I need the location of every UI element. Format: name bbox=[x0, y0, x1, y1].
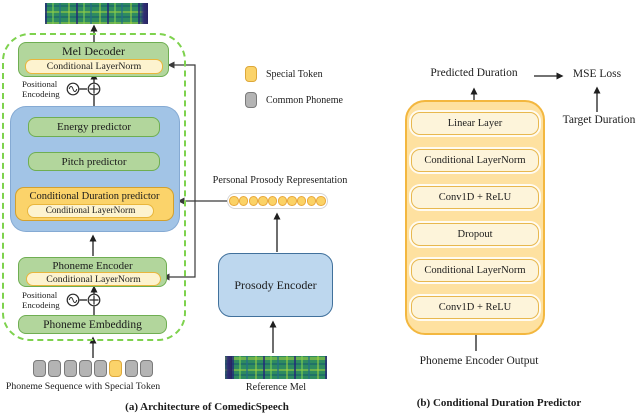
sine-generator-icon bbox=[66, 293, 80, 307]
phoneme-token-row bbox=[33, 360, 154, 377]
phoneme-encoder-label: Phoneme Encoder bbox=[52, 259, 133, 272]
prosody-encoder-box: Prosody Encoder bbox=[218, 253, 333, 317]
prosody-dot bbox=[267, 196, 278, 206]
conditional-duration-predictor-label: Conditional Duration predictor bbox=[29, 190, 160, 202]
common-phoneme-token bbox=[33, 360, 46, 377]
output-mel-spectrogram-image bbox=[45, 3, 148, 24]
caption-a: (a) Architecture of ComedicSpeech bbox=[125, 401, 289, 413]
add-icon bbox=[87, 293, 101, 307]
common-phoneme-token bbox=[124, 360, 138, 377]
prosody-dot bbox=[287, 196, 297, 206]
prosody-dot bbox=[306, 196, 317, 206]
mel-decoder-label: Mel Decoder bbox=[62, 44, 125, 58]
add-icon bbox=[87, 82, 101, 96]
duration-predictor-container bbox=[405, 100, 545, 335]
common-phoneme-token bbox=[140, 360, 154, 377]
phoneme-embedding-box: Phoneme Embedding bbox=[18, 315, 167, 334]
phoneme-sequence-label: Phoneme Sequence with Special Token bbox=[5, 381, 161, 392]
target-duration-label: Target Duration bbox=[562, 114, 636, 126]
common-phoneme-token bbox=[63, 360, 77, 377]
legend-common-phoneme-label: Common Phoneme bbox=[266, 95, 343, 106]
predicted-duration-label: Predicted Duration bbox=[430, 67, 518, 79]
energy-predictor-box: Energy predictor bbox=[28, 117, 160, 137]
special-token-swatch bbox=[245, 66, 257, 82]
conditional-layernorm-box: Conditional LayerNorm bbox=[411, 149, 539, 172]
duration-layernorm-box: Conditional LayerNorm bbox=[27, 204, 154, 218]
legend-special-token-label: Special Token bbox=[266, 69, 323, 80]
sine-generator-icon bbox=[66, 82, 80, 96]
phoneme-encoder-layernorm-box: Conditional LayerNorm bbox=[26, 272, 161, 286]
common-phoneme-swatch bbox=[245, 92, 257, 108]
linear-layer-box: Linear Layer bbox=[411, 112, 539, 135]
prosody-representation-dots bbox=[227, 193, 328, 209]
common-phoneme-token bbox=[94, 360, 108, 377]
conv1d-relu-box: Conv1D + ReLU bbox=[411, 186, 539, 209]
reference-mel-label: Reference Mel bbox=[245, 382, 307, 393]
conv1d-relu-box: Conv1D + ReLU bbox=[411, 296, 539, 319]
pitch-predictor-box: Pitch predictor bbox=[28, 152, 160, 171]
comedicspeech-dashed-container bbox=[2, 33, 186, 341]
positional-encoding-label-top: Positional Encodeing bbox=[22, 79, 60, 99]
reference-mel-spectrogram-image bbox=[225, 356, 327, 379]
common-phoneme-token bbox=[78, 360, 92, 377]
prosody-dot bbox=[316, 196, 326, 206]
conditional-layernorm-box: Conditional LayerNorm bbox=[411, 259, 539, 282]
positional-encoding-label-bottom: Positional Encodeing bbox=[22, 290, 60, 310]
prosody-dot bbox=[229, 196, 239, 206]
prosody-dot bbox=[297, 196, 307, 206]
prosody-dot bbox=[248, 196, 258, 206]
common-phoneme-token bbox=[48, 360, 62, 377]
phoneme-encoder-output-label: Phoneme Encoder Output bbox=[419, 355, 539, 367]
dropout-box: Dropout bbox=[411, 223, 539, 246]
caption-b: (b) Conditional Duration Predictor bbox=[416, 397, 582, 409]
prosody-dot bbox=[238, 196, 249, 206]
special-token bbox=[109, 360, 123, 377]
mel-decoder-layernorm-box: Conditional LayerNorm bbox=[25, 59, 163, 74]
mse-loss-label: MSE Loss bbox=[572, 68, 622, 80]
prosody-dot bbox=[258, 196, 268, 206]
prosody-dot bbox=[277, 196, 288, 206]
personal-prosody-representation-label: Personal Prosody Representation bbox=[212, 175, 348, 186]
